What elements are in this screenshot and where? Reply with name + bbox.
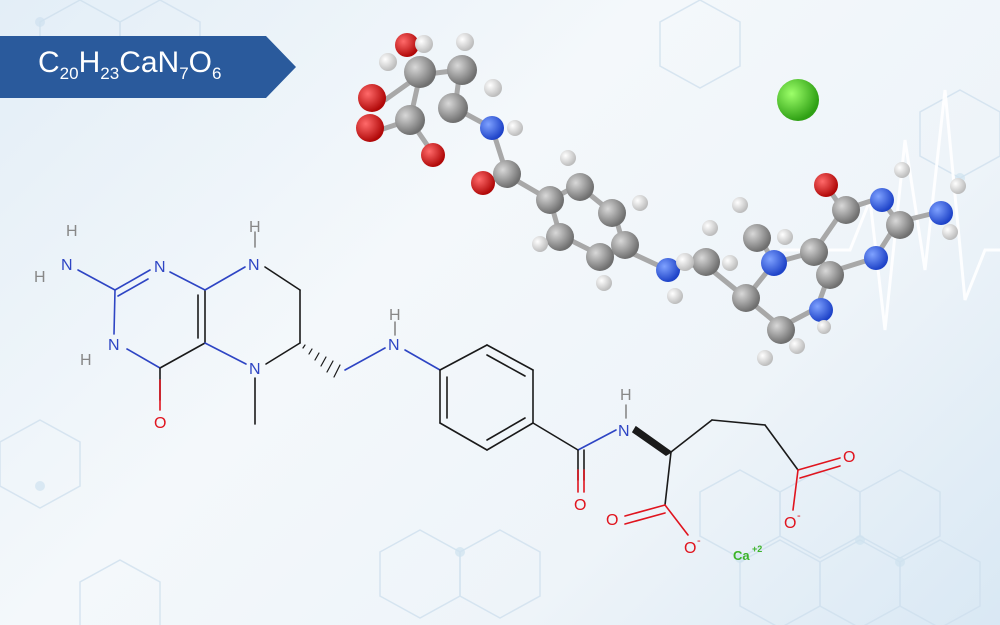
formula-count-c: 20 xyxy=(59,64,79,83)
carbon-atom xyxy=(493,160,521,188)
atom-label-o-minus: O xyxy=(684,540,696,557)
carbon-atom xyxy=(611,231,639,259)
oxygen-atom xyxy=(814,173,838,197)
atom-label-h: H xyxy=(66,223,78,240)
nitrogen-atom xyxy=(656,258,680,282)
hydrogen-atom xyxy=(732,197,748,213)
formula-element-can: CaN xyxy=(119,46,180,79)
oxygen-atom xyxy=(395,33,419,57)
atom-label-o: O xyxy=(843,449,855,466)
hydrogen-atom xyxy=(676,253,694,271)
hydrogen-atom xyxy=(950,178,966,194)
atom-label-o: O xyxy=(574,497,586,514)
carbon-atom xyxy=(586,243,614,271)
nitrogen-atom xyxy=(870,188,894,212)
formula-count-h: 23 xyxy=(100,64,120,83)
hydrogen-atom xyxy=(942,224,958,240)
calcium-ion-sphere xyxy=(777,79,819,121)
carbon-atom xyxy=(767,316,795,344)
formula-count-n: 7 xyxy=(179,64,189,83)
charge-label-calcium: +2 xyxy=(752,544,762,554)
carbon-atom xyxy=(732,284,760,312)
hydrogen-atom xyxy=(596,275,612,291)
hydrogen-atom xyxy=(560,150,576,166)
carbon-atom xyxy=(447,55,477,85)
hydrogen-atom xyxy=(532,236,548,252)
carbon-atom xyxy=(566,173,594,201)
atom-label-calcium: Ca xyxy=(733,548,750,563)
atom-label-o: O xyxy=(606,512,618,529)
carbon-atom xyxy=(395,105,425,135)
carbon-atom xyxy=(743,224,771,252)
oxygen-atom xyxy=(358,84,386,112)
nitrogen-atom xyxy=(929,201,953,225)
carbon-atom xyxy=(546,223,574,251)
formula-banner: C20H23CaN7O6 xyxy=(0,36,296,98)
atom-label-n: N xyxy=(618,423,630,440)
oxygen-atom xyxy=(471,171,495,195)
hydrogen-atom xyxy=(379,53,397,71)
formula-count-o: 6 xyxy=(212,64,222,83)
atom-label-h: H xyxy=(620,387,632,404)
hydrogen-atom xyxy=(415,35,433,53)
atom-label-h: H xyxy=(389,307,401,324)
atom-label-o-minus: O xyxy=(784,515,796,532)
hydrogen-atom xyxy=(702,220,718,236)
hydrogen-atom xyxy=(484,79,502,97)
carbon-atom xyxy=(886,211,914,239)
atom-label-n: N xyxy=(249,361,261,378)
atom-label-h: H xyxy=(34,269,46,286)
carbon-atom xyxy=(800,238,828,266)
carbon-atom xyxy=(404,56,436,88)
formula-element-c: C xyxy=(38,46,60,79)
hydrogen-atom xyxy=(632,195,648,211)
hydrogen-atom xyxy=(667,288,683,304)
hydrogen-atom xyxy=(722,255,738,271)
carbon-atom xyxy=(438,93,468,123)
nitrogen-atom xyxy=(480,116,504,140)
hydrogen-atom xyxy=(894,162,910,178)
charge-label: - xyxy=(697,535,701,547)
charge-label: - xyxy=(797,510,801,522)
formula-element-h: H xyxy=(78,46,101,79)
atom-label-h: H xyxy=(249,219,261,236)
molecular-formula: C20H23CaN7O6 xyxy=(38,46,221,84)
atom-label-n: N xyxy=(154,259,166,276)
hydrogen-atom xyxy=(757,350,773,366)
hydrogen-atom xyxy=(789,338,805,354)
nitrogen-atom xyxy=(761,250,787,276)
carbon-atom xyxy=(692,248,720,276)
atom-label-n: N xyxy=(108,337,120,354)
atom-label-h: H xyxy=(80,352,92,369)
carbon-atom xyxy=(598,199,626,227)
formula-element-o: O xyxy=(188,46,213,79)
hydrogen-atom xyxy=(507,120,523,136)
nitrogen-atom xyxy=(864,246,888,270)
carbon-atom xyxy=(816,261,844,289)
oxygen-atom xyxy=(356,114,384,142)
nitrogen-atom xyxy=(809,298,833,322)
carbon-atom xyxy=(832,196,860,224)
atom-label-o: O xyxy=(154,415,166,432)
hydrogen-atom xyxy=(456,33,474,51)
banner-arrow-shape xyxy=(0,36,296,98)
atom-label-n: N xyxy=(388,337,400,354)
atom-label-n: N xyxy=(61,257,73,274)
atom-label-n: N xyxy=(248,257,260,274)
hydrogen-atom xyxy=(817,320,831,334)
carbon-atom xyxy=(536,186,564,214)
hydrogen-atom xyxy=(777,229,793,245)
oxygen-atom xyxy=(421,143,445,167)
